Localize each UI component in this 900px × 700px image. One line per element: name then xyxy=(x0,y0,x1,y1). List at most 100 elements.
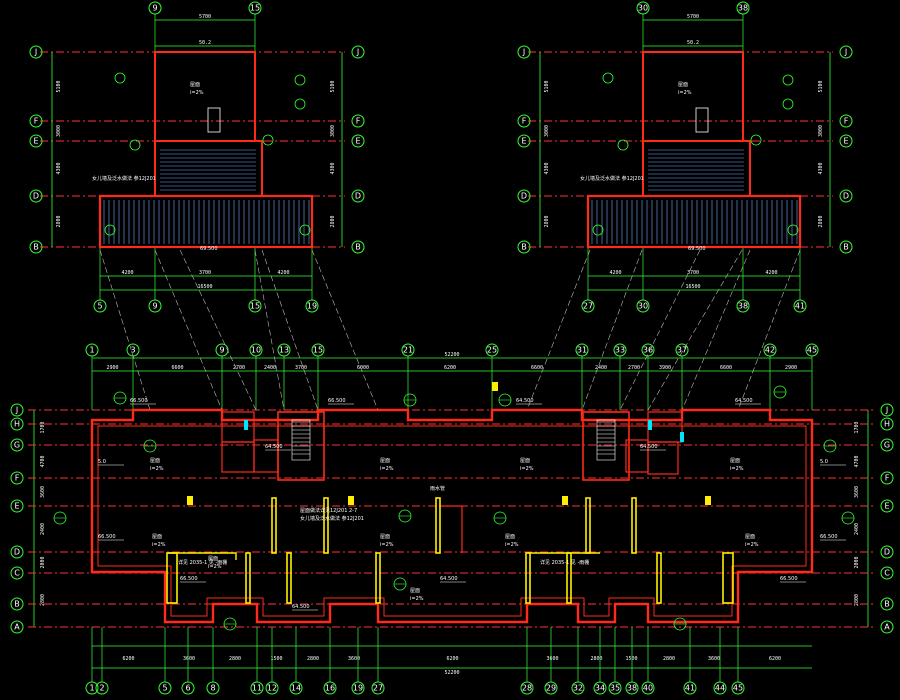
axis-bubble xyxy=(880,471,894,485)
axis-label: J xyxy=(34,48,37,57)
axis-label: E xyxy=(521,137,526,146)
axis-label: 29 xyxy=(546,684,556,693)
axis-label: F xyxy=(34,117,39,126)
service-room xyxy=(221,411,255,443)
inner-wall-line xyxy=(97,425,807,617)
dim-segment: 6200 xyxy=(446,656,458,662)
axis-label: 2 xyxy=(99,684,104,693)
projection-line xyxy=(526,249,591,411)
axis-bubble xyxy=(880,438,894,452)
column-marker xyxy=(705,496,711,505)
structural-column xyxy=(271,497,277,554)
dim-top: 50.2 xyxy=(687,40,699,46)
detail-callout xyxy=(114,72,126,84)
room-label: 屋面 xyxy=(505,534,515,540)
room-label: 屋面 xyxy=(380,458,390,464)
axis-bubble xyxy=(839,45,853,59)
axis-bubble xyxy=(351,134,365,148)
axis-label: D xyxy=(14,548,20,557)
canopy-edge xyxy=(168,552,237,560)
projection-line xyxy=(647,249,743,411)
axis-label: F xyxy=(844,117,849,126)
axis-bubble xyxy=(10,417,24,431)
dim-bottom: 4200 xyxy=(121,270,133,276)
axis-label: 11 xyxy=(252,684,262,693)
column-marker xyxy=(562,496,568,505)
dim-segment: 3600 xyxy=(348,656,360,662)
dim-segment: 3600 xyxy=(183,656,195,662)
dim-segment: 2800 xyxy=(229,656,241,662)
elevation-tag: 64.500 xyxy=(440,576,458,582)
axis-label: 9 xyxy=(219,346,224,355)
axis-bubble xyxy=(517,240,531,254)
dim-side: 2800 xyxy=(854,594,860,606)
vent-shaft xyxy=(695,107,709,133)
axis-label: C xyxy=(884,569,890,578)
axis-bubble xyxy=(29,114,43,128)
axis-label: 15 xyxy=(250,4,260,13)
axis-label: 40 xyxy=(643,684,653,693)
axis-bubble xyxy=(10,545,24,559)
dim-side: 5100 xyxy=(818,80,824,92)
axis-label: J xyxy=(15,406,18,415)
axis-label: 45 xyxy=(733,684,743,693)
canopy-note: 详见 2035-1 见 -雨棚 xyxy=(540,559,589,566)
axis-bubble xyxy=(29,189,43,203)
dim-side: 2800 xyxy=(330,215,336,227)
axis-label: 25 xyxy=(487,346,497,355)
axis-label: J xyxy=(522,48,525,57)
axis-bubble xyxy=(29,45,43,59)
axis-label: 3 xyxy=(130,346,135,355)
stair-core xyxy=(582,411,630,481)
dim-side: 4700 xyxy=(40,455,46,467)
dim-side: 3000 xyxy=(818,125,824,137)
structural-column xyxy=(435,497,441,554)
axis-label: 41 xyxy=(795,302,805,311)
dim-side: 5100 xyxy=(544,80,550,92)
axis-label: B xyxy=(14,600,20,609)
dim-side: 5100 xyxy=(56,80,62,92)
dim-segment: 1500 xyxy=(625,656,637,662)
axis-label: D xyxy=(33,192,39,201)
axis-label: B xyxy=(884,600,890,609)
axis-label: 30 xyxy=(638,302,648,311)
slope-label: i=2% xyxy=(745,542,759,548)
canopy-slab xyxy=(98,194,314,249)
shaft-marker xyxy=(648,420,652,430)
axis-label: 37 xyxy=(677,346,687,355)
detail-note: 女儿墙及泛水做法 参12J201 xyxy=(580,175,644,182)
dim-bottom: 4200 xyxy=(609,270,621,276)
axis-bubble xyxy=(839,189,853,203)
detail-callout xyxy=(299,224,311,236)
shaft-marker xyxy=(680,432,684,442)
axis-label: 34 xyxy=(595,684,605,693)
axis-bubble xyxy=(517,134,531,148)
elevation-tag: 69.500 xyxy=(200,246,218,252)
dim-top: 5700 xyxy=(687,14,699,20)
dim-side: 2800 xyxy=(56,215,62,227)
dim-side: 4300 xyxy=(56,162,62,174)
axis-label: F xyxy=(522,117,527,126)
structural-column xyxy=(631,497,637,554)
elevation-tag: 5.0 xyxy=(98,459,106,465)
dim-side: 3600 xyxy=(854,486,860,498)
room-label: 屋面 xyxy=(730,458,740,464)
axis-label: E xyxy=(33,137,38,146)
axis-bubble xyxy=(29,134,43,148)
projection-line xyxy=(254,249,285,411)
detail-callout xyxy=(787,224,799,236)
axis-label: 10 xyxy=(251,346,261,355)
elevation-tag: 64.500 xyxy=(735,398,753,404)
axis-label: 9 xyxy=(152,302,157,311)
detail-callout xyxy=(294,74,306,86)
axis-label: 21 xyxy=(403,346,413,355)
elevation-tag: 66.500 xyxy=(98,534,116,540)
axis-label: 5 xyxy=(162,684,167,693)
projection-line xyxy=(737,249,801,411)
dim-segment: 3700 xyxy=(295,365,307,371)
room-label: 屋面 xyxy=(678,82,688,88)
dim-segment: 6000 xyxy=(357,365,369,371)
